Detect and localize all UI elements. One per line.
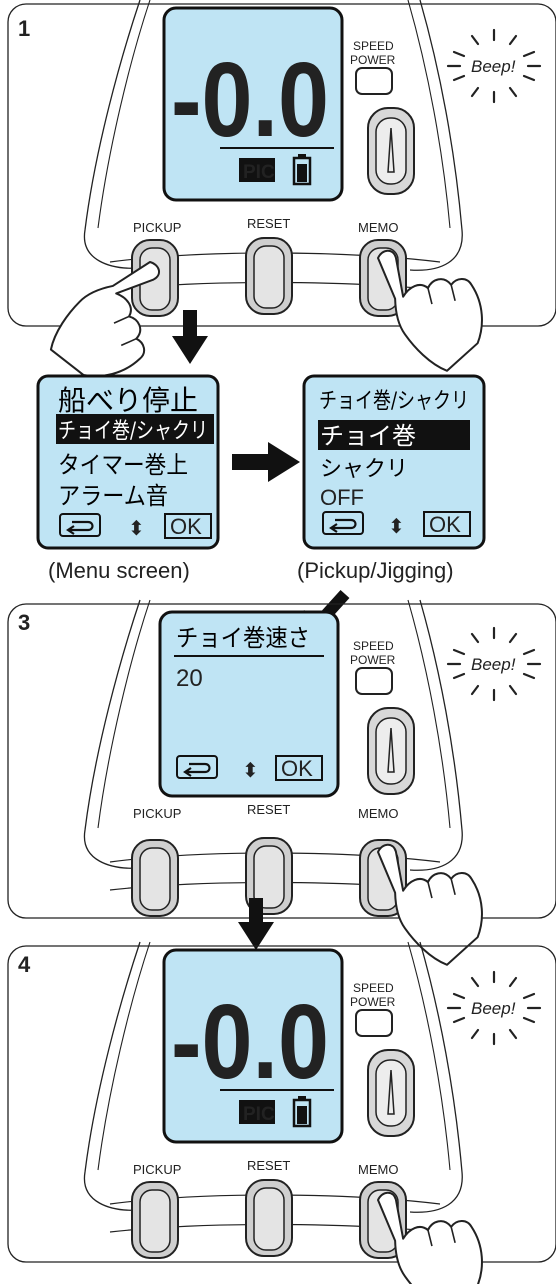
battery-icon xyxy=(292,1096,312,1128)
menu-item: アラーム音 xyxy=(58,482,168,510)
menu-item-selected: チョイ巻/シャクリ xyxy=(58,419,208,444)
speed-label: SPEED xyxy=(353,39,394,53)
lcd-mode-box xyxy=(239,1100,275,1124)
speed-label: SPEED xyxy=(353,639,394,653)
battery-icon xyxy=(292,154,312,186)
step-number: 3 xyxy=(18,610,30,635)
lcd-title: チョイ巻速さ xyxy=(176,624,310,652)
submenu-title: チョイ巻/シャクリ xyxy=(319,389,469,414)
updown-icon: ⬍ xyxy=(242,760,259,782)
menu-screen: 船べり停止 チョイ巻/シャクリ タイマー巻上 アラーム音 ⬍ OK (Menu … xyxy=(36,374,220,583)
reset-label: RESET xyxy=(247,216,290,231)
lcd-mode-box xyxy=(239,158,275,182)
ok-box xyxy=(164,513,212,539)
reset-label: RESET xyxy=(247,1158,290,1173)
lcd-mode: PIC xyxy=(243,1104,275,1125)
menu-item: タイマー巻上 xyxy=(58,451,188,479)
submenu-selected-highlight xyxy=(318,420,470,450)
panel-frame xyxy=(7,945,556,1263)
memo-label: MEMO xyxy=(358,1162,398,1177)
reset-label: RESET xyxy=(247,802,290,817)
menu-selected-highlight xyxy=(56,414,214,444)
beep-text: Beep! xyxy=(471,999,516,1018)
down-arrow-icon xyxy=(172,310,208,364)
memo-label: MEMO xyxy=(358,220,398,235)
lcd-screen xyxy=(158,610,340,798)
pickup-label: PICKUP xyxy=(133,220,181,235)
pickup-label: PICKUP xyxy=(133,806,181,821)
ok-box xyxy=(275,755,323,781)
lcd-screen xyxy=(162,6,344,202)
panel-frame xyxy=(7,603,556,919)
ok-label: OK xyxy=(429,512,461,537)
submenu-caption: (Pickup/Jigging) xyxy=(297,558,454,583)
menu-caption: (Menu screen) xyxy=(48,558,190,583)
updown-icon: ⬍ xyxy=(128,518,145,540)
speed-label: SPEED xyxy=(353,981,394,995)
submenu-item-selected: チョイ巻 xyxy=(320,422,416,450)
power-label: POWER xyxy=(350,653,396,667)
power-label: POWER xyxy=(350,53,396,67)
pickup-label: PICKUP xyxy=(133,1162,181,1177)
lcd-mode: PIC xyxy=(243,162,275,183)
ok-box xyxy=(423,511,471,537)
ok-label: OK xyxy=(170,514,202,539)
step-1-panel: 1 -0.0 PIC SPEED POWER PICKUP RESET MEMO… xyxy=(7,0,556,400)
lcd-value: -0.0 xyxy=(171,983,329,1101)
lcd-value: -0.0 xyxy=(171,41,329,159)
memo-label: MEMO xyxy=(358,806,398,821)
lcd-value: 20 xyxy=(176,665,203,692)
submenu-screen: チョイ巻/シャクリ チョイ巻 シャクリ OFF ⬍ OK (Pickup/Jig… xyxy=(297,374,486,583)
beep-text: Beep! xyxy=(471,57,516,76)
lcd-screen xyxy=(162,948,344,1144)
updown-icon: ⬍ xyxy=(388,516,405,538)
menu-item: 船べり停止 xyxy=(58,384,198,417)
step-3-panel: 3 チョイ巻速さ 20 ⬍ OK SPEED POWER PICKUP RESE… xyxy=(7,599,556,976)
right-arrow-icon xyxy=(232,442,300,482)
ok-label: OK xyxy=(281,756,313,781)
power-label: POWER xyxy=(350,995,396,1009)
down-arrow-icon xyxy=(238,898,274,950)
submenu-item: OFF xyxy=(320,485,364,510)
step-number: 4 xyxy=(18,952,31,977)
step-number: 1 xyxy=(18,16,30,41)
panel-frame xyxy=(7,3,556,327)
beep-text: Beep! xyxy=(471,655,516,674)
step-4-panel: 4 -0.0 PIC SPEED POWER PICKUP RESET MEMO… xyxy=(7,941,556,1284)
submenu-item: シャクリ xyxy=(320,457,408,482)
